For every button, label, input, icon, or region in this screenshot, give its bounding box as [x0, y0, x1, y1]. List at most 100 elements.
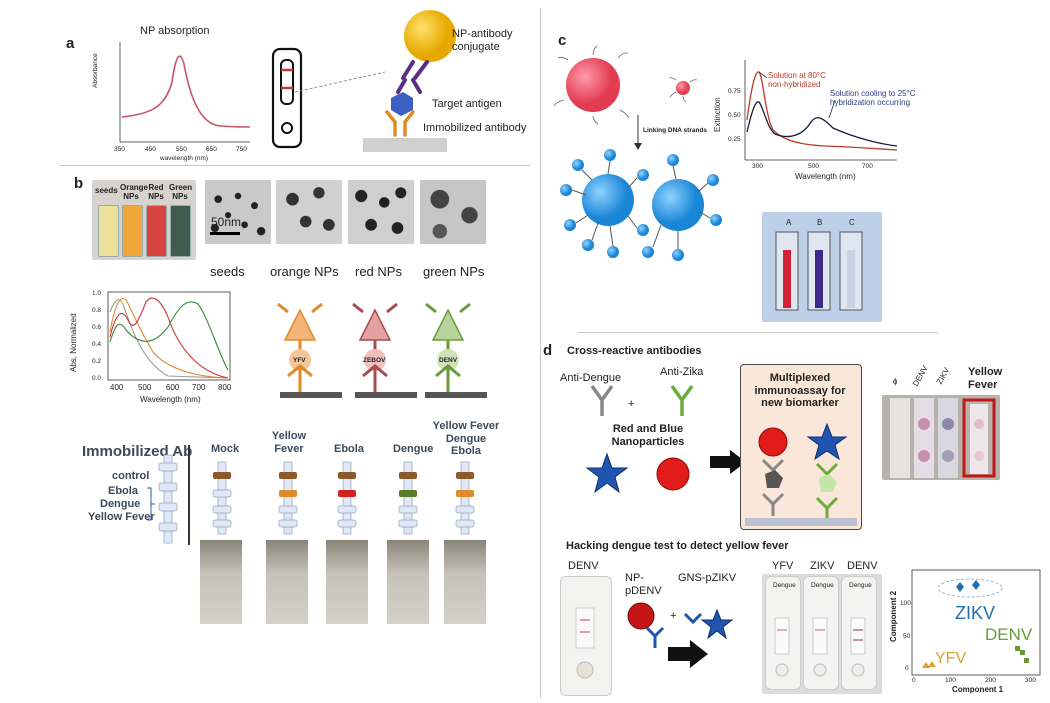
antibody-denv-label: DENV	[439, 357, 458, 364]
absorbance-axis-label: Absorbance	[92, 53, 99, 88]
c-xaxis-label: Wavelength (nm)	[795, 172, 856, 181]
hacking-title: Hacking dengue test to detect yellow fev…	[566, 540, 789, 552]
nanoparticles-title: Red and Blue Nanoparticles	[611, 423, 685, 448]
a-xtick-450: 450	[145, 146, 156, 153]
abs-normalized-chart	[107, 291, 231, 381]
b-xtick-800: 800	[218, 383, 232, 392]
line-label-dengue: Dengue	[100, 498, 141, 510]
scatter-xtick-300: 300	[1025, 677, 1036, 684]
abs-normalized-ylabel: Abs, Normalized	[69, 313, 78, 372]
cluster-label-zikv: ZIKV	[955, 603, 996, 623]
cuvette-label-c: C	[849, 218, 855, 227]
b-ytick-1: 1.0	[92, 290, 102, 297]
strip-dengue	[398, 461, 418, 535]
b-ytick-04: 0.4	[92, 341, 102, 348]
tem-image-orange	[276, 180, 342, 244]
panel-label-d: d	[543, 342, 553, 359]
a-xaxis-label: wavelength (nm)	[160, 155, 209, 162]
cuvette-label-b: B	[817, 218, 823, 227]
panel-label-b: b	[74, 175, 84, 192]
vial-label-orange: Orange NPs	[120, 183, 149, 201]
arrow-right-icon	[710, 450, 746, 474]
vial-label-red: Red NPs	[148, 183, 164, 201]
b-xtick-400: 400	[110, 383, 124, 392]
cassette-label-yfv: YFV	[772, 560, 794, 572]
strip-label-zikv: ZIKV	[934, 365, 952, 386]
vial-orange	[122, 205, 143, 257]
anti-zika-label: Anti-Zika	[660, 366, 704, 378]
line-label-ebola: Ebola	[108, 485, 138, 497]
gns-pzikv-label: GNS-pZIKV	[678, 572, 737, 584]
cassette-brand-3: Dengue	[849, 582, 872, 589]
line-bracket	[147, 487, 155, 521]
multiplex-strips-drawing	[890, 398, 996, 478]
tem-caption-red: red NPs	[355, 264, 402, 279]
strip-photo-mock	[200, 540, 242, 624]
tem-caption-seeds: seeds	[210, 264, 245, 279]
vial-green	[170, 205, 191, 257]
c-ytick-075: 0.75	[728, 88, 741, 95]
b-ytick-08: 0.8	[92, 307, 102, 314]
panel-label-a: a	[66, 35, 75, 52]
scale-bar	[210, 232, 240, 235]
strip-header-ebola: Ebola	[334, 443, 364, 455]
extinction-ylabel: Extinction	[713, 97, 722, 132]
cluster-label-denv: DENV	[985, 625, 1033, 644]
strip-header-dengue: Dengue	[393, 443, 434, 455]
scatter-ytick-100: 100	[900, 600, 911, 607]
a-xtick-550: 550	[176, 146, 187, 153]
c-xtick-300: 300	[752, 163, 763, 170]
denv-cassette-label: DENV	[568, 560, 599, 572]
extinction-chart	[744, 60, 898, 161]
cassette-label-denv: DENV	[847, 560, 878, 572]
plus-sign-1: +	[628, 398, 635, 410]
cassette-windows	[774, 617, 866, 677]
vial-label-green: Green NPs	[169, 183, 193, 201]
divider-c-d	[578, 332, 938, 333]
annotation-25c: Solution cooling to 25°C hybridization o…	[830, 89, 916, 107]
b-xtick-500: 500	[138, 383, 152, 392]
c-ytick-025: 0.25	[728, 136, 741, 143]
antibody-zebov-label: ZEBOV	[363, 357, 386, 364]
tem-caption-orange: orange NPs	[270, 264, 339, 279]
strip-separator	[188, 445, 190, 545]
lateral-flow-strip-icon	[271, 47, 303, 149]
np-absorption-title: NP absorption	[140, 25, 210, 37]
strip-label-denv: DENV	[910, 364, 930, 388]
sandwich-assay-diagram	[294, 10, 456, 152]
antibody-conjugates-diagram	[277, 302, 487, 398]
scatter-ytick-50: 50	[903, 633, 911, 640]
cassette-brand-2: Dengue	[811, 582, 834, 589]
dna-nanoparticle-assembly-diagram	[553, 45, 722, 261]
b-xtick-600: 600	[166, 383, 180, 392]
cluster-label-yfv: YFV	[935, 650, 967, 667]
denv-cassette-window	[575, 607, 595, 679]
line-label-yellow-fever: Yellow Fever	[88, 511, 155, 523]
strip-photo-yellow-fever	[266, 540, 308, 624]
annotation-80c: Solution at 80°C non-hybridized	[768, 71, 826, 89]
a-xtick-650: 650	[206, 146, 217, 153]
strip-header-mock: Mock	[211, 443, 240, 455]
tem-image-red	[348, 180, 414, 244]
c-ytick-050: 0.50	[728, 112, 741, 119]
antibody-yfv-label: YFV	[293, 357, 306, 364]
strip-combo	[455, 461, 475, 535]
component2-label: Component 2	[889, 590, 898, 642]
multiplexed-title: Multiplexed immunoassay for new biomarke…	[754, 372, 846, 410]
b-xaxis-label: Wavelength (nm)	[140, 395, 201, 404]
a-xtick-750: 750	[236, 146, 247, 153]
multiplexed-assay-diagram	[745, 422, 857, 526]
cuvette-label-a: A	[786, 218, 792, 227]
np-conjugates-icons	[627, 602, 734, 648]
np-pdenv-label: NP-pDENV	[625, 572, 662, 597]
strip-ebola	[337, 461, 357, 535]
np-antibody-conjugate-label: NP-antibody conjugate	[452, 28, 513, 53]
c-xtick-700: 700	[862, 163, 873, 170]
scatter-ytick-0: 0	[905, 665, 909, 672]
b-ytick-02: 0.2	[92, 358, 102, 365]
component1-label: Component 1	[952, 685, 1004, 694]
vial-label-seeds: seeds	[95, 186, 118, 195]
strip-photo-combo	[444, 540, 486, 624]
cassette-label-zikv: ZIKV	[810, 560, 835, 572]
b-ytick-0: 0.0	[92, 375, 102, 382]
